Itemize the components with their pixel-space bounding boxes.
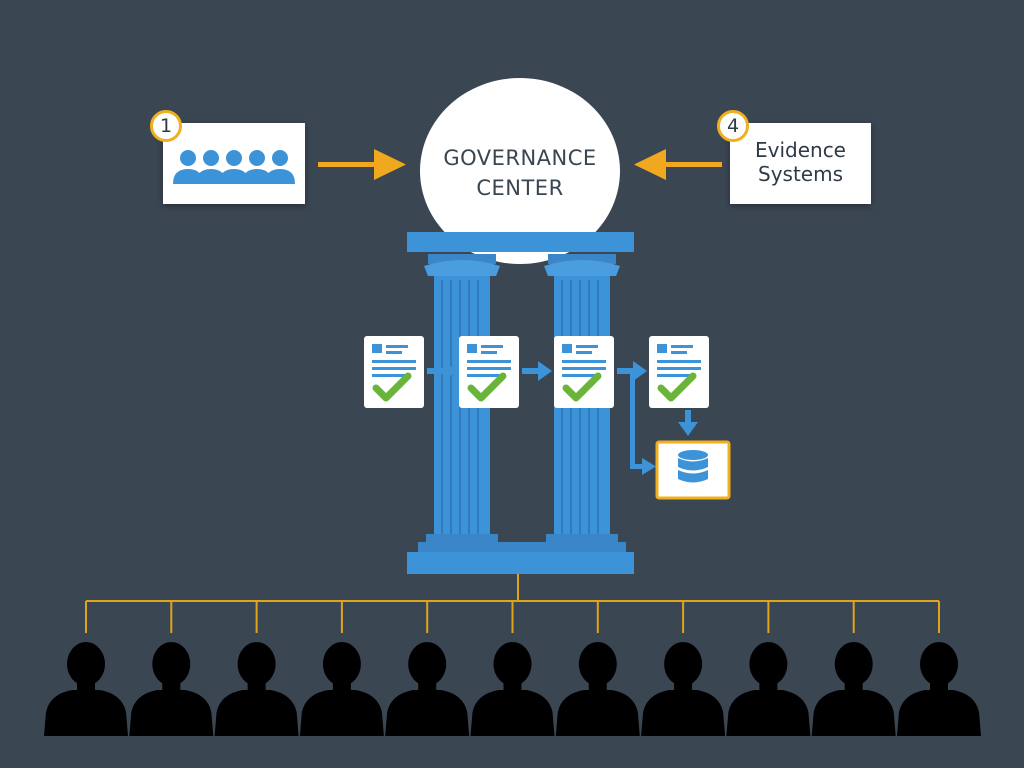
governance-line-1: GOVERNANCE [443, 146, 597, 170]
governance-center-label: GOVERNANCE CENTER [420, 143, 620, 203]
arrow-left-icon [634, 149, 722, 180]
evidence-systems-box [730, 123, 871, 204]
arrow-down-icon [678, 410, 698, 436]
person-silhouette-icon [44, 642, 128, 736]
person-silhouette-icon [726, 642, 811, 736]
arrow-right-icon [617, 361, 647, 381]
person-silhouette-icon [385, 642, 470, 736]
pillar-base [407, 552, 634, 574]
evidence-systems-label: Evidence Systems [730, 138, 871, 186]
person-silhouette-icon [299, 642, 384, 736]
person-silhouette-icon [129, 642, 214, 736]
database-box [655, 440, 731, 500]
governance-line-2: CENTER [476, 176, 564, 200]
person-silhouette-icon [811, 642, 896, 736]
arrow-right-icon [318, 149, 406, 180]
arrow-right-icon [522, 361, 552, 381]
step-badge-1: 1 [150, 110, 182, 142]
people-group-icon [173, 150, 295, 184]
person-silhouette-icon [555, 642, 640, 736]
person-silhouette-icon [897, 642, 981, 736]
step-badge-4: 4 [717, 110, 749, 142]
evidence-line-1: Evidence [754, 138, 846, 162]
arrow-right-icon [427, 361, 457, 381]
person-silhouette-icon [641, 642, 726, 736]
evidence-line-2: Systems [758, 162, 843, 186]
pillar-base-step [418, 542, 626, 552]
pillar-top-beam [407, 232, 634, 252]
database-icon [678, 450, 708, 483]
person-silhouette-icon [214, 642, 299, 736]
people-group-box [163, 123, 305, 204]
arrow-branch-icon [630, 372, 656, 475]
person-silhouette-icon [470, 642, 555, 736]
